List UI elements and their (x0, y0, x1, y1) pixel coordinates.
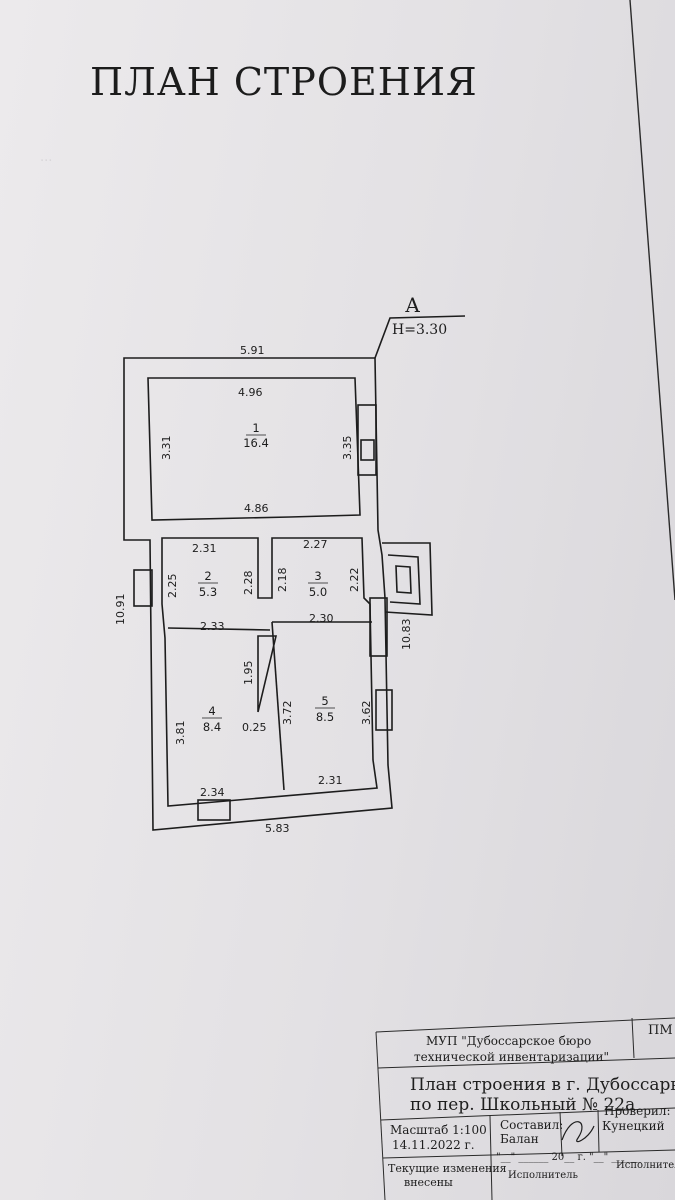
page-edge (629, 0, 675, 601)
title-block: МУП "Дубоссарское бюро технической инвен… (375, 1017, 675, 1200)
dim-room3-top: 2.27 (303, 538, 328, 551)
dim-room5-bottom: 2.31 (318, 774, 343, 787)
svg-text:5.3: 5.3 (199, 585, 217, 599)
svg-text:5.0: 5.0 (309, 585, 327, 599)
dim-room4-left: 3.81 (174, 721, 187, 746)
dim-room4-bottom: 2.34 (200, 786, 225, 799)
plan-line-2: по пер. Школьный № 22а (410, 1095, 635, 1115)
room-3-label: 3 5.0 (308, 569, 328, 599)
svg-text:3: 3 (314, 569, 321, 583)
room-2-label: 2 5.3 (198, 569, 218, 599)
room-5-label: 5 8.5 (315, 694, 335, 724)
stamp-corner: ПМ (648, 1023, 673, 1038)
dim-room2-left: 2.25 (166, 574, 179, 599)
svg-text:5: 5 (321, 694, 328, 708)
scale-label: Масштаб 1:100 (390, 1123, 487, 1137)
room-1-label: 1 16.4 (243, 421, 269, 450)
checked-name: Кунецкий (602, 1119, 665, 1133)
executor-1: Исполнитель (508, 1170, 578, 1181)
composed-label: Составил: (500, 1118, 563, 1132)
dim-partition-thick: 0.25 (242, 721, 267, 734)
dim-top-outer: 5.91 (240, 344, 265, 357)
stamp-date: 14.11.2022 г. (392, 1138, 475, 1152)
section-height: H=3.30 (392, 322, 447, 338)
svg-text:16.4: 16.4 (243, 436, 269, 450)
svg-text:2: 2 (204, 569, 211, 583)
dim-right-outer: 10.83 (400, 619, 413, 651)
plan-line-1: План строения в г. Дубоссары (410, 1075, 675, 1095)
dim-partition-right: 3.72 (281, 701, 294, 726)
section-letter: А (405, 293, 420, 317)
checked-label: Проверил: (604, 1104, 671, 1118)
dim-left-outer: 10.91 (114, 594, 127, 626)
svg-text:4: 4 (208, 704, 215, 718)
dim-room4-top: 2.33 (200, 620, 225, 633)
svg-text:8.4: 8.4 (203, 720, 221, 734)
dim-room2-top: 2.31 (192, 542, 217, 555)
dim-room3-right: 2.22 (348, 568, 361, 593)
org-line-1: МУП "Дубоссарское бюро (426, 1034, 591, 1048)
signature-mark (561, 1121, 595, 1143)
dim-partition-left: 1.95 (242, 661, 255, 686)
changes-line-1: Текущие изменения (388, 1162, 507, 1175)
svg-text:8.5: 8.5 (316, 710, 334, 724)
svg-text:1: 1 (252, 421, 259, 435)
dim-room5-top: 2.30 (309, 612, 334, 625)
executor-2: Исполнитель (616, 1160, 675, 1171)
dim-bottom-outer: 5.83 (265, 822, 290, 835)
dim-room5-right: 3.62 (360, 701, 373, 726)
room-4-label: 4 8.4 (202, 704, 222, 734)
dim-room3-left: 2.18 (276, 568, 289, 593)
bleed-through-text: ... (40, 150, 53, 165)
dim-room1-top: 4.96 (238, 386, 263, 399)
dim-room1-left: 3.31 (160, 436, 173, 461)
dim-room1-bottom: 4.86 (244, 502, 269, 515)
dim-room2-right: 2.28 (242, 571, 255, 596)
changes-line-2: внесены (404, 1176, 453, 1189)
composed-name: Балан (500, 1132, 539, 1146)
page-title: ПЛАН СТРОЕНИЯ (90, 60, 478, 104)
org-line-2: технической инвентаризации" (414, 1050, 609, 1064)
date-blank: "__" ______ 20__ г. "__" ______ (496, 1152, 641, 1163)
dim-room1-right: 3.35 (341, 436, 354, 461)
